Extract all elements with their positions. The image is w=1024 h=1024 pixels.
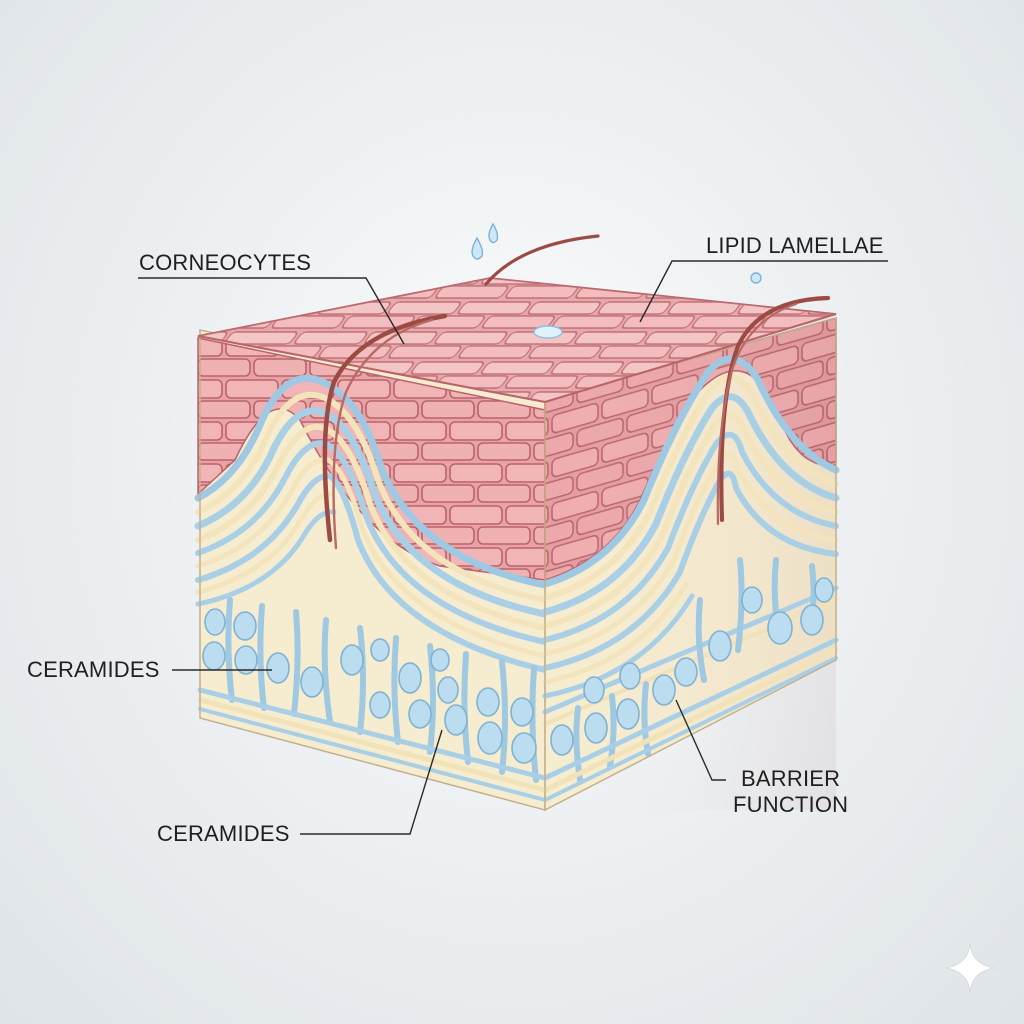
- leader-ceramides-bottom: [300, 729, 443, 835]
- leader-barrier-function: [675, 699, 726, 781]
- front-vertical-strands: [225, 597, 539, 783]
- leader-corneocytes: [138, 277, 405, 345]
- label-barrier-line1: BARRIER: [741, 766, 841, 791]
- water-droplet-icon: [533, 325, 563, 339]
- front-face: [194, 329, 549, 811]
- label-lipid-lamellae: LIPID LAMELLAE: [706, 233, 884, 258]
- leader-lipid-lamellae: [639, 260, 888, 323]
- leader-lines: [138, 260, 888, 835]
- label-ceramides-left: CERAMIDES: [27, 657, 160, 682]
- label-barrier-line2: FUNCTION: [733, 792, 849, 817]
- label-corneocytes: CORNEOCYTES: [139, 250, 312, 275]
- ceramide-bubbles-side: [550, 577, 834, 756]
- side-base-stripes: [542, 637, 839, 802]
- ceramide-bubbles-front: [202, 608, 537, 764]
- water-droplet-icon: [471, 222, 762, 284]
- hair-fibers: [322, 234, 831, 550]
- sparkle-icon: [945, 943, 995, 993]
- label-barrier-function: BARRIER FUNCTION: [733, 766, 848, 818]
- front-base-stripes: [197, 687, 548, 802]
- label-ceramides-bottom: CERAMIDES: [157, 821, 290, 846]
- side-face: [541, 317, 840, 812]
- side-lipid-lamellae: [541, 355, 840, 726]
